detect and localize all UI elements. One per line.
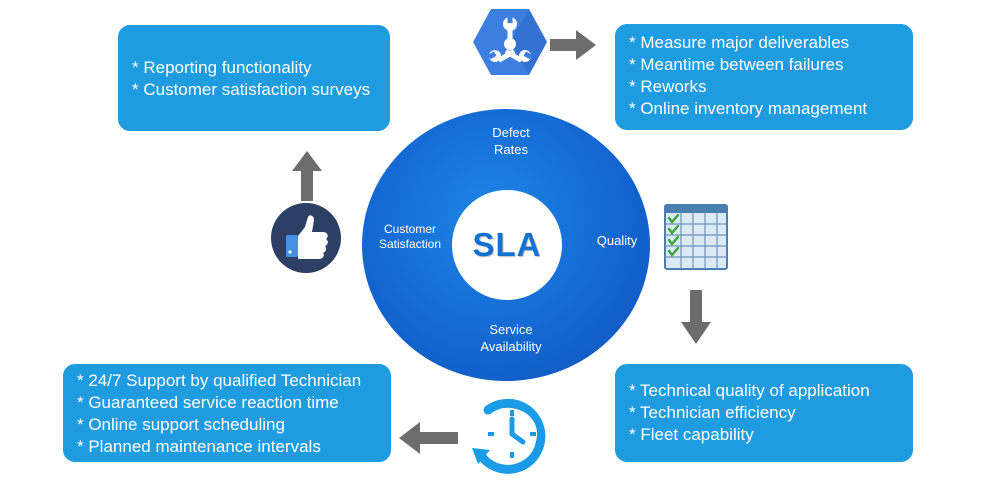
box-line: * 24/7 Support by qualified Technician bbox=[77, 371, 362, 390]
clock-icon bbox=[472, 398, 546, 474]
segment-line: Satisfaction bbox=[378, 237, 442, 251]
box-support: * 24/7 Support by qualified Technician *… bbox=[63, 364, 391, 462]
box-quality: * Technical quality of application * Tec… bbox=[615, 364, 913, 462]
box-reporting: * Reporting functionality * Customer sat… bbox=[118, 25, 390, 131]
box-line: * Technician efficiency bbox=[629, 403, 796, 422]
segment-service-availability: Service Availability bbox=[456, 321, 566, 355]
checklist-icon bbox=[664, 204, 728, 270]
arrow-up-left bbox=[292, 151, 322, 201]
sla-center bbox=[452, 190, 562, 300]
box-measurements: * Measure major deliverables * Meantime … bbox=[615, 24, 913, 130]
segment-defect-rates: Defect Rates bbox=[466, 124, 556, 158]
box-line: * Reporting functionality bbox=[132, 58, 312, 77]
segment-quality: Quality bbox=[582, 232, 652, 249]
box-line: * Customer satisfaction surveys bbox=[132, 80, 371, 99]
thumbs-up-icon bbox=[271, 203, 341, 273]
segment-line: Service bbox=[489, 322, 533, 337]
box-line: * Guaranteed service reaction time bbox=[77, 393, 339, 412]
box-line: * Technical quality of application bbox=[629, 381, 870, 400]
box-line: * Fleet capability bbox=[629, 425, 754, 444]
segment-line: Rates bbox=[494, 142, 528, 157]
box-line: * Online inventory management bbox=[629, 99, 868, 118]
arrow-down-right bbox=[681, 290, 711, 344]
box-line: * Planned maintenance intervals bbox=[77, 437, 321, 456]
box-line: * Online support scheduling bbox=[77, 415, 285, 434]
segment-line: Defect bbox=[492, 125, 530, 140]
box-line: * Meantime between failures bbox=[629, 55, 844, 74]
wrench-hexagon-icon bbox=[473, 9, 547, 75]
arrow-left-bottom bbox=[399, 422, 458, 454]
sla-title: SLA bbox=[472, 226, 542, 263]
arrow-right-top bbox=[550, 30, 596, 60]
segment-line: Quality bbox=[596, 233, 638, 248]
segment-line: Customer bbox=[383, 222, 436, 236]
box-line: * Measure major deliverables bbox=[629, 33, 850, 52]
segment-customer-satisfaction: Customer Satisfaction bbox=[366, 222, 454, 252]
segment-line: Availability bbox=[480, 339, 542, 354]
box-line: * Reworks bbox=[629, 77, 707, 96]
